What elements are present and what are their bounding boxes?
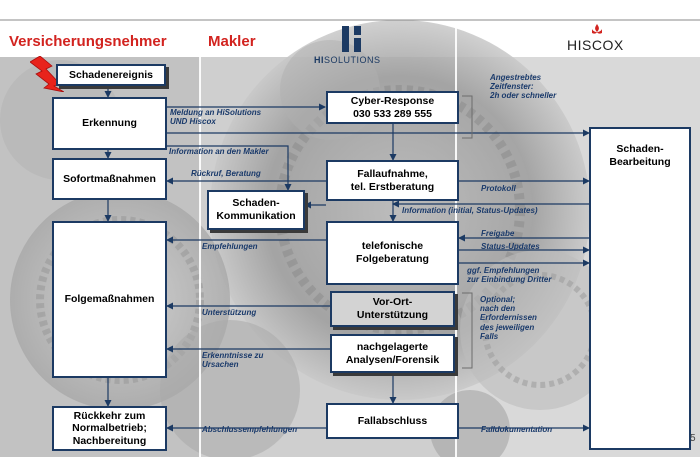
label-erkenntnisse: Erkenntnisse zu Ursachen — [202, 351, 264, 370]
label-abschlussempfehlungen: Abschlussempfehlungen — [202, 425, 298, 434]
heading-versicherungsnehmer: Versicherungsnehmer — [9, 33, 167, 50]
label-information-initial: Information (initial, Status-Updates) — [402, 206, 538, 215]
label-optional: Optional; nach den Erfordernissen des je… — [480, 295, 537, 341]
folgemassnahmen-box: Folgemaßnahmen — [52, 221, 167, 378]
page-number: 5 — [690, 433, 696, 444]
schadenereignis-box: Schadenereignis — [56, 64, 166, 86]
label-rueckruf: Rückruf, Beratung — [191, 169, 261, 178]
label-freigabe: Freigabe — [481, 229, 515, 238]
label-protokoll: Protokoll — [481, 184, 516, 193]
sofortmassnahmen-box: Sofortmaßnahmen — [52, 158, 167, 200]
label-unterstuetzung: Unterstützung — [202, 308, 257, 317]
label-meldung: Meldung an HiSolutions UND Hiscox — [170, 108, 262, 127]
rueckkehr-box: Rückkehr zum Normalbetrieb; Nachbereitun… — [52, 406, 167, 451]
fallaufnahme-box: Fallaufnahme, tel. Erstberatung — [326, 160, 459, 201]
hisolutions-logo — [330, 24, 390, 66]
lightning-icon — [30, 56, 64, 92]
hiscox-logo: HISCOX — [567, 37, 624, 53]
hiscox-fleur-icon — [592, 24, 602, 34]
label-status-updates: Status-Updates — [481, 242, 540, 251]
schaden-bearbeitung-box: Schaden- Bearbeitung — [589, 127, 691, 450]
label-info-makler: Information an den Makler — [169, 147, 269, 156]
nachgelagerte-analysen-box: nachgelagerte Analysen/Forensik — [330, 334, 455, 373]
hisolutions-wordmark: HISOLUTIONS — [314, 55, 381, 65]
erkennung-box: Erkennung — [52, 97, 167, 150]
label-zeitfenster: Angestrebtes Zeitfenster: 2h oder schnel… — [490, 73, 557, 101]
cyber-response-box: Cyber-Response 030 533 289 555 — [326, 91, 459, 124]
fallabschluss-box: Fallabschluss — [326, 403, 459, 439]
hisolutions-mark-icon — [342, 26, 361, 52]
vor-ort-unterstuetzung-box: Vor-Ort- Unterstützung — [330, 291, 455, 327]
label-falldokumentation: Falldokumentation — [481, 425, 553, 434]
label-empfehlungen: Empfehlungen — [202, 242, 258, 251]
schaden-kommunikation-box: Schaden- Kommunikation — [207, 190, 305, 230]
telefonische-folgeberatung-box: telefonische Folgeberatung — [326, 221, 459, 285]
label-ggf-empfehlungen: ggf. Empfehlungen zur Einbindung Dritter — [467, 266, 552, 285]
heading-makler: Makler — [208, 33, 256, 50]
